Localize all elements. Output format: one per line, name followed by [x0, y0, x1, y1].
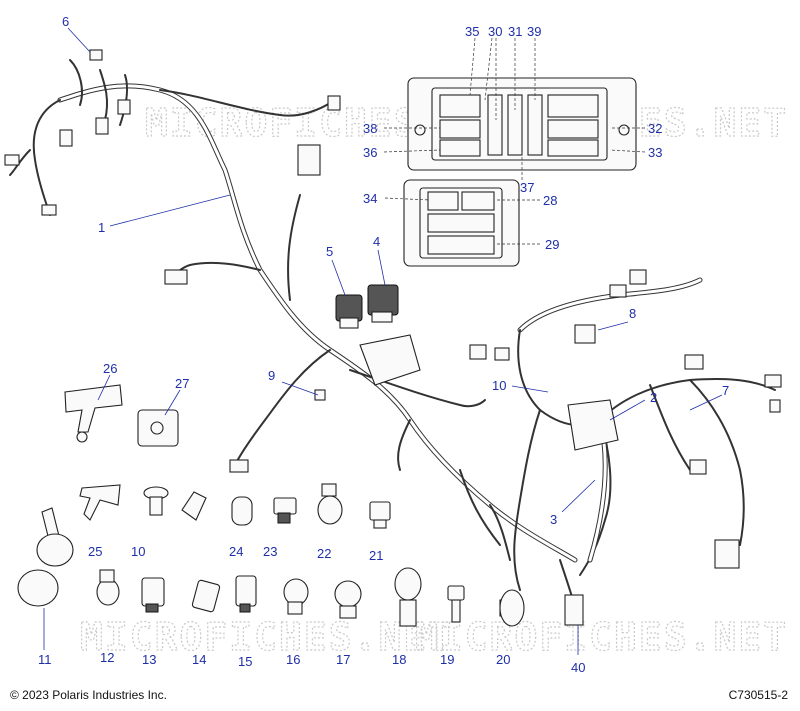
- copyright-text: © 2023 Polaris Industries Inc.: [10, 688, 167, 702]
- callout-10-harness: 10: [492, 378, 506, 393]
- callout-8: 8: [629, 306, 636, 321]
- fuse-box-main: [407, 77, 637, 171]
- callout-36: 36: [363, 145, 377, 160]
- callout-2: 2: [650, 390, 657, 405]
- callout-5: 5: [326, 244, 333, 259]
- part-24-cap: [231, 496, 253, 526]
- callout-29: 29: [545, 237, 559, 252]
- part-12-clamp: [96, 569, 120, 606]
- part-10-rivet: [143, 486, 169, 516]
- relay-4: [367, 284, 399, 323]
- callout-40: 40: [571, 660, 585, 675]
- callout-20: 20: [496, 652, 510, 667]
- callout-38: 38: [363, 121, 377, 136]
- callout-21: 21: [369, 548, 383, 563]
- leader-lines: [43, 27, 723, 655]
- part-22-clamp: [317, 483, 343, 525]
- part-11-tie-strap: [17, 507, 74, 607]
- center-bracket: [359, 334, 619, 451]
- callout-6-top: 6: [62, 14, 69, 29]
- watermark-bottom-right: MICROFICHES.NET: [415, 615, 788, 659]
- callout-22: 22: [317, 546, 331, 561]
- callout-27: 27: [175, 376, 189, 391]
- callout-3: 3: [550, 512, 557, 527]
- part-18-clamp: [394, 567, 422, 627]
- callout-31: 31: [508, 24, 522, 39]
- watermark-bottom-left: MICROFICHES.NET: [80, 615, 453, 659]
- callout-39: 39: [527, 24, 541, 39]
- callout-17: 17: [336, 652, 350, 667]
- part-6-sleeve: [181, 491, 207, 521]
- callout-11: 11: [38, 652, 52, 667]
- part-25-clip: [79, 484, 121, 521]
- part-27-grommet: [137, 409, 179, 447]
- callout-35: 35: [465, 24, 479, 39]
- part-23-clip: [273, 497, 297, 524]
- callout-10-rivet: 10: [131, 544, 145, 559]
- part-15-clip: [235, 575, 257, 613]
- part-13-clip: [141, 577, 165, 613]
- callout-26: 26: [103, 361, 117, 376]
- callout-37: 37: [520, 180, 534, 195]
- callout-19: 19: [440, 652, 454, 667]
- callout-18: 18: [392, 652, 406, 667]
- fuse-box-secondary: [403, 179, 520, 267]
- callout-13: 13: [142, 652, 156, 667]
- callout-1: 1: [98, 220, 105, 235]
- part-19-clip: [447, 585, 465, 623]
- callout-30: 30: [488, 24, 502, 39]
- callout-4: 4: [373, 234, 380, 249]
- callout-16: 16: [286, 652, 300, 667]
- part-16-clamp: [283, 578, 309, 615]
- callout-32: 32: [648, 121, 662, 136]
- callout-15: 15: [238, 654, 252, 669]
- part-26-bracket: [64, 384, 123, 443]
- callout-9: 9: [268, 368, 275, 383]
- callout-14: 14: [192, 652, 206, 667]
- callout-labels: 6 1 2 3 4 5 7 8 9 10 10 11 12 13 14 15 1…: [38, 14, 729, 675]
- part-17-clamp: [334, 580, 362, 619]
- part-21-clip: [369, 501, 391, 529]
- callout-24: 24: [229, 544, 243, 559]
- callout-23: 23: [263, 544, 277, 559]
- callout-34: 34: [363, 191, 377, 206]
- callout-33: 33: [648, 145, 662, 160]
- figure-id: C730515-2: [728, 688, 788, 702]
- callout-28: 28: [543, 193, 557, 208]
- harness-connectors: [4, 49, 782, 626]
- part-20-clamp: [499, 589, 525, 627]
- callout-25: 25: [88, 544, 102, 559]
- relay-5: [335, 294, 363, 329]
- part-14-clip: [191, 579, 221, 613]
- callout-12: 12: [100, 650, 114, 665]
- callout-7: 7: [722, 383, 729, 398]
